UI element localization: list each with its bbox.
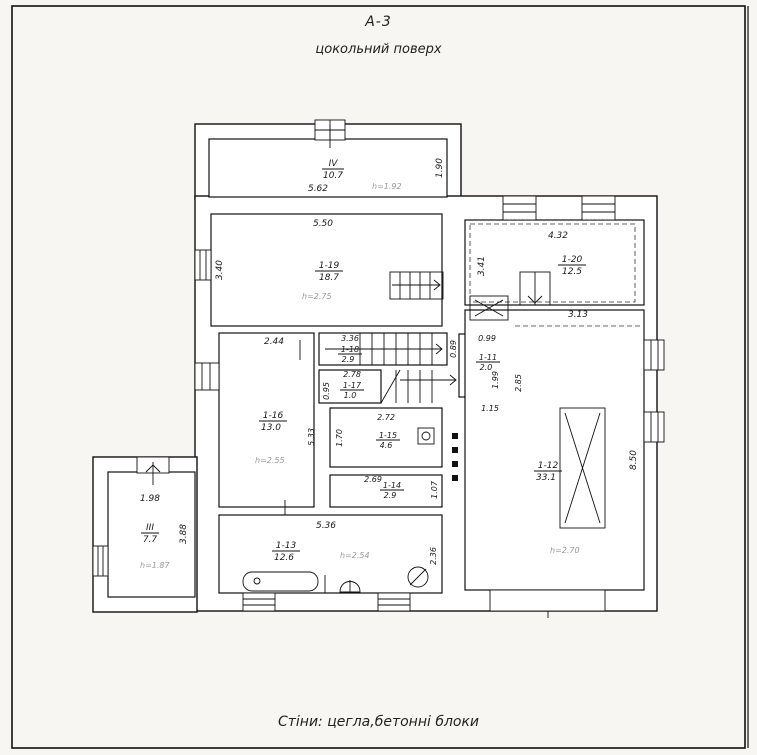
dim-272: 2.72	[377, 413, 395, 422]
room-1-16-height: h=2.55	[255, 456, 285, 465]
dashed-zone-1-20	[469, 223, 636, 303]
room-1-17-area: 1.0	[344, 391, 357, 400]
dim-170: 1.70	[335, 429, 344, 447]
window-top-right-1	[502, 195, 537, 221]
room-iii-area: 7.7	[143, 535, 158, 545]
dim-285: 2.85	[514, 374, 523, 392]
room-1-12-height: h=2.70	[550, 546, 580, 555]
vent-markers	[452, 433, 458, 481]
dim-388: 3.88	[179, 524, 189, 544]
window-bottom-1-13-b	[377, 592, 411, 612]
room-iii-id: III	[146, 523, 154, 533]
room-1-19-id: 1-19	[319, 261, 340, 271]
stairs-1-18	[325, 333, 443, 365]
room-1-18-id: 1-18	[341, 345, 359, 354]
dim-550: 5.50	[313, 219, 333, 229]
dim-432: 4.32	[548, 231, 568, 241]
window-right-1	[643, 339, 665, 371]
room-1-20	[464, 219, 645, 306]
dim-278: 2.78	[343, 370, 361, 379]
room-1-16	[218, 332, 315, 508]
bathtub-icon	[242, 571, 319, 592]
dim-336: 3.36	[341, 334, 359, 343]
hatch-box	[469, 295, 509, 321]
dim-095: 0.95	[322, 382, 331, 400]
dim-198: 1.98	[140, 494, 160, 504]
room-1-16-id: 1-16	[263, 411, 284, 421]
room-iv-id: IV	[329, 159, 339, 169]
room-1-17-id: 1-17	[343, 381, 362, 390]
stairs-1-17	[380, 369, 457, 404]
room-iii-height: h=1.87	[140, 561, 170, 570]
window-left-iii	[92, 545, 109, 577]
room-iv	[208, 138, 448, 198]
window-left-1-19	[194, 249, 212, 281]
dim-269: 2.69	[364, 475, 382, 484]
dim-313: 3.13	[568, 310, 588, 320]
room-1-15	[329, 407, 443, 468]
dim-536: 5.36	[316, 521, 336, 531]
entry-iii	[136, 456, 170, 485]
room-1-18-area: 2.9	[342, 355, 355, 364]
room-iv-area: 10.7	[323, 171, 343, 181]
sheet-code: А-3	[365, 14, 392, 30]
bottom-step-1-12	[489, 589, 606, 612]
dim-099: 0.99	[478, 334, 496, 343]
room-1-19-height: h=2.75	[302, 292, 332, 301]
stairs-1-20	[519, 271, 551, 306]
dim-089: 0.89	[449, 340, 458, 358]
room-1-14-area: 2.9	[384, 491, 397, 500]
dim-199: 1.99	[491, 371, 500, 389]
sheet-border	[11, 5, 746, 749]
window-top-right-2	[581, 195, 616, 221]
toilet-icon	[339, 580, 361, 593]
window-left-1-16	[194, 362, 220, 391]
dim-533: 5.33	[307, 428, 316, 446]
window-right-2	[643, 411, 665, 443]
room-1-13	[218, 514, 443, 594]
dim-236: 2.36	[429, 547, 438, 565]
dim-341: 3.41	[477, 256, 487, 276]
room-1-15-area: 4.6	[380, 441, 393, 450]
room-1-20-area: 12.5	[562, 267, 582, 277]
column-1-12	[559, 407, 606, 529]
room-1-20-id: 1-20	[562, 255, 583, 265]
boiler-icon	[407, 566, 429, 588]
dim-562: 5.62	[308, 184, 328, 194]
dim-850: 8.50	[629, 450, 639, 470]
room-1-12-id: 1-12	[538, 461, 559, 471]
dim-190: 1.90	[435, 158, 445, 178]
room-1-13-area: 12.6	[274, 553, 294, 563]
room-1-14-id: 1-14	[383, 481, 401, 490]
room-1-19-area: 18.7	[319, 273, 339, 283]
walls-material-note: Стіни: цегла,бетонні блоки	[277, 714, 480, 730]
room-1-14	[329, 474, 443, 508]
room-1-16-area: 13.0	[261, 423, 281, 433]
room-1-19	[210, 213, 443, 327]
room-1-17	[318, 369, 382, 404]
room-1-12	[464, 309, 645, 591]
room-iv-height: h=1.92	[372, 182, 402, 191]
dim-244: 2.44	[264, 337, 284, 347]
room-1-11-area: 2.0	[480, 363, 493, 372]
dim-340: 3.40	[215, 260, 225, 280]
sink-icon	[417, 427, 435, 445]
room-1-13-id: 1-13	[276, 541, 297, 551]
room-1-11-id: 1-11	[479, 353, 497, 362]
window-bottom-1-13	[242, 592, 276, 612]
floor-name: цокольний поверх	[315, 42, 442, 57]
room-1-15-id: 1-15	[379, 431, 397, 440]
room-1-12-area: 33.1	[536, 473, 556, 483]
room-1-13-height: h=2.54	[340, 551, 370, 560]
dim-107: 1.07	[430, 480, 439, 499]
stairs-1-19	[389, 271, 444, 300]
dim-115: 1.15	[481, 404, 499, 413]
